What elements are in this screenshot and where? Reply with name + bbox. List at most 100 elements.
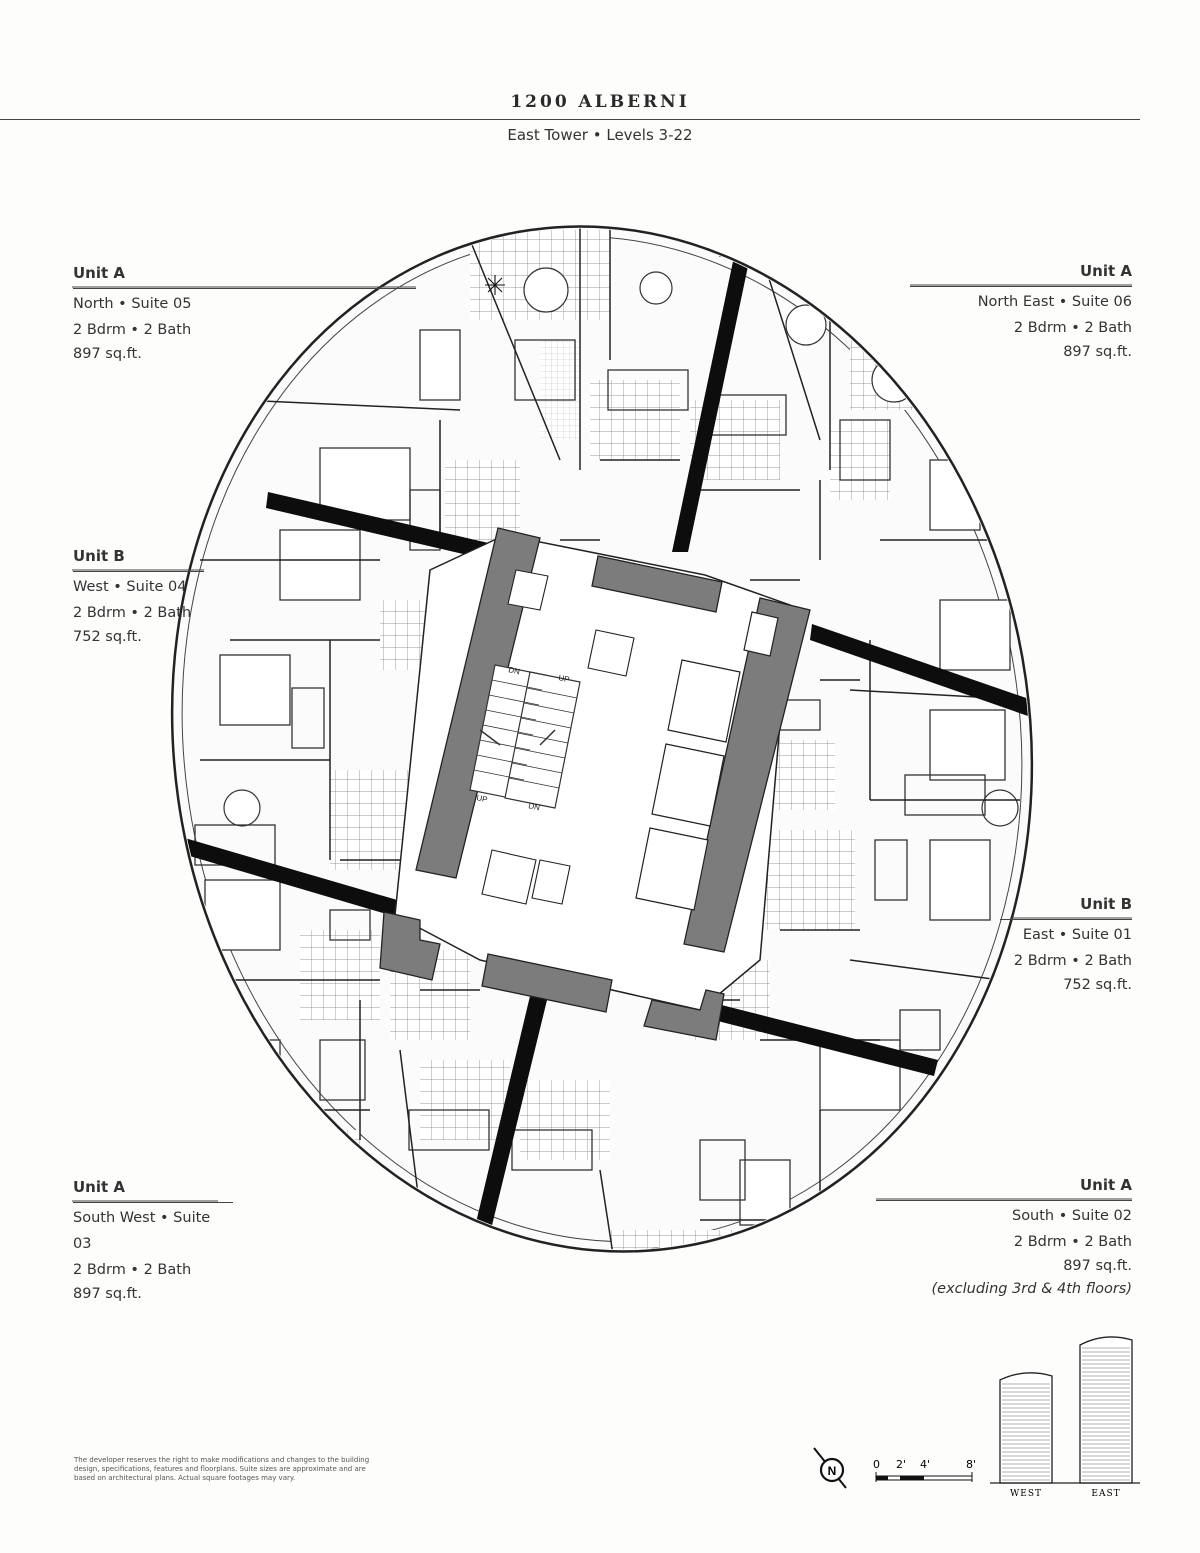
central-core xyxy=(379,527,811,1041)
dining-table-icon xyxy=(639,271,673,305)
core-wall-n xyxy=(591,555,723,613)
unit-area: 897 sq.ft. xyxy=(73,1286,142,1302)
kitchen-tile-n xyxy=(590,380,680,460)
scale-tick-8: 8' xyxy=(966,1458,976,1471)
dining-table-icon xyxy=(635,1247,681,1293)
unit-rooms: 2 Bdrm • 2 Bath xyxy=(1013,953,1132,969)
scale-bar: 0 2' 4' 8' xyxy=(873,1458,976,1482)
core-wall-w xyxy=(415,527,541,879)
unit-name: Unit B xyxy=(73,545,204,572)
party-wall-w xyxy=(176,836,404,918)
scale-tick-2: 2' xyxy=(896,1458,906,1471)
plant-icon xyxy=(620,1310,640,1330)
unit-name: Unit A xyxy=(876,1174,1132,1201)
unit-rooms: 2 Bdrm • 2 Bath xyxy=(73,1262,192,1278)
bath-room xyxy=(839,419,891,481)
core-wall-s xyxy=(481,953,613,1013)
kitchen-tile-s xyxy=(520,1080,610,1160)
plant-icon xyxy=(420,1310,440,1330)
west-tower-label: WEST xyxy=(1010,1489,1042,1499)
bath-room xyxy=(699,1139,746,1201)
unit-location: East • Suite 01 xyxy=(1022,927,1132,943)
stairs xyxy=(469,664,581,809)
stair-label: DN xyxy=(528,801,541,812)
disclaimer-text: The developer reserves the right to make… xyxy=(74,1456,370,1482)
north-arrow-label: N xyxy=(828,1464,837,1478)
bed-icon xyxy=(929,839,991,921)
elevator-1 xyxy=(667,659,741,743)
dining-table-icon xyxy=(223,789,261,827)
bath-room xyxy=(514,339,576,401)
east-tower-label: EAST xyxy=(1091,1489,1120,1499)
scale-tick-0: 0 xyxy=(873,1458,880,1471)
bed-icon xyxy=(204,879,281,951)
bed-icon xyxy=(929,709,1006,781)
stair-label: UP xyxy=(476,793,489,804)
unit-name: Unit B xyxy=(1000,893,1132,920)
unit-rooms: 2 Bdrm • 2 Bath xyxy=(1013,1234,1132,1250)
bed-icon xyxy=(229,1039,281,1111)
unit-location: North East • Suite 06 xyxy=(977,294,1132,310)
elevators xyxy=(635,611,779,911)
elevator-shaft-small xyxy=(743,611,779,657)
stair-label: UP xyxy=(558,673,571,684)
sofa xyxy=(291,687,325,749)
bath-tile-7 xyxy=(830,420,890,500)
unit-label-suite-02: Unit A South • Suite 02 2 Bdrm • 2 Bath … xyxy=(876,1174,1132,1301)
closet xyxy=(899,1009,941,1051)
scale-tick-4: 4' xyxy=(920,1458,930,1471)
dining-table-icon xyxy=(387,1228,421,1262)
balcony-south xyxy=(610,1230,760,1306)
unit-location: West • Suite 04 xyxy=(73,579,187,595)
unit-name: Unit A xyxy=(910,260,1132,287)
plant-icon xyxy=(245,1153,265,1173)
tower-elevations xyxy=(990,1336,1140,1484)
unit-area: 897 sq.ft. xyxy=(1063,344,1132,360)
unit-area: 897 sq.ft. xyxy=(73,346,142,362)
plant-icon xyxy=(760,230,780,250)
bed-icon xyxy=(939,599,1011,671)
plant-icon xyxy=(935,395,955,415)
plant-icon xyxy=(475,1300,495,1306)
unit-location: North • Suite 05 xyxy=(73,296,192,312)
stair-label: DN xyxy=(508,665,521,676)
label-rules xyxy=(72,284,1132,1202)
balcony-south-west xyxy=(240,1130,360,1240)
bath-tile-1 xyxy=(445,460,520,540)
dining-table-icon xyxy=(523,267,569,313)
bath-tile-4 xyxy=(300,930,380,1020)
unit-label-suite-06: Unit A North East • Suite 06 2 Bdrm • 2 … xyxy=(910,260,1132,363)
party-wall-nw xyxy=(266,492,510,564)
bed-icon xyxy=(419,329,461,401)
sofa xyxy=(904,774,986,816)
core-rooms xyxy=(481,569,635,905)
closet-n xyxy=(540,340,580,440)
party-wall-n xyxy=(672,228,756,552)
unit-location: South • Suite 02 xyxy=(1011,1208,1132,1224)
elevator-3 xyxy=(635,827,709,911)
bath-room xyxy=(319,1039,366,1101)
core-wall-se xyxy=(643,989,725,1041)
kitchen-tile-e xyxy=(765,830,855,930)
unit-rooms: 2 Bdrm • 2 Bath xyxy=(1013,320,1132,336)
unit-note: (excluding 3rd & 4th floors) xyxy=(931,1281,1133,1297)
unit-label-suite-05: Unit A North • Suite 05 2 Bdrm • 2 Bath … xyxy=(73,262,416,365)
page-title: 1200 ALBERNI xyxy=(510,92,690,112)
title-rule xyxy=(0,119,1140,120)
dining-table-icon xyxy=(785,304,827,346)
page-subtitle: East Tower • Levels 3-22 xyxy=(507,126,693,144)
unit-rooms: 2 Bdrm • 2 Bath xyxy=(73,322,192,338)
unit-area: 752 sq.ft. xyxy=(73,629,142,645)
tub xyxy=(329,909,371,941)
unit-name: Unit A xyxy=(73,262,416,289)
unit-name: Unit A xyxy=(73,1176,233,1203)
kitchen-counter xyxy=(511,1129,593,1171)
unit-area: 752 sq.ft. xyxy=(1063,977,1132,993)
unit-area: 897 sq.ft. xyxy=(1063,1258,1132,1274)
core-wall-e xyxy=(683,597,811,953)
unit-rooms: 2 Bdrm • 2 Bath xyxy=(73,605,192,621)
bed-icon xyxy=(279,529,361,601)
dining-table-icon xyxy=(283,1157,329,1203)
east-tower-icon xyxy=(1079,1336,1133,1484)
